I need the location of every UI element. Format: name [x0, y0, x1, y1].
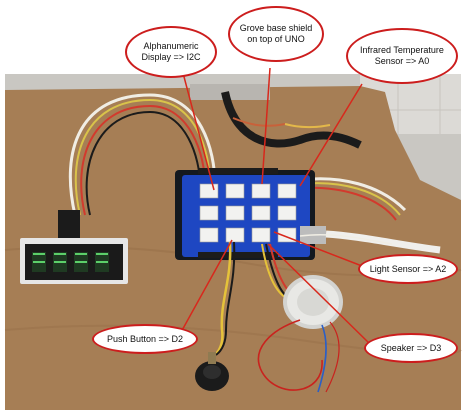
callout-alphanumeric-display: Alphanumeric Display => I2C: [125, 26, 217, 78]
callout-speaker: Speaker => D3: [364, 333, 458, 363]
callout-temperature-sensor: Infrared Temperature Sensor => A0: [346, 28, 458, 84]
grove-connectors: [199, 183, 297, 243]
display-header: [58, 210, 80, 240]
callout-grove-shield: Grove base shield on top of UNO: [228, 6, 324, 62]
display-digits: [32, 252, 109, 272]
callout-light-sensor: Light Sensor => A2: [358, 254, 458, 284]
callout-push-button: Push Button => D2: [92, 324, 198, 354]
